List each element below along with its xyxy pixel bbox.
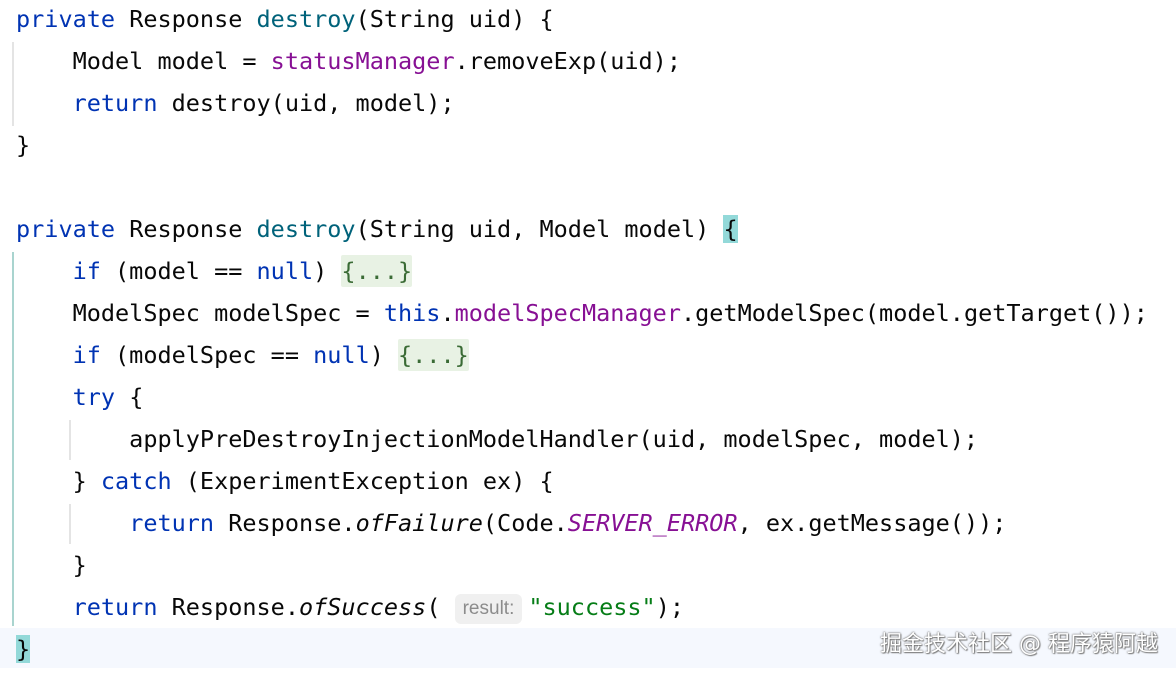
code-token: null	[256, 257, 314, 285]
parameter-hint: result:	[454, 594, 523, 624]
code-token: Model model =	[16, 47, 271, 75]
code-token: destroy(uid, model);	[157, 89, 455, 117]
code-token: return	[129, 509, 215, 537]
code-token: (String uid) {	[355, 5, 554, 33]
current-line-highlight	[0, 628, 1176, 668]
indent-guide-active	[12, 252, 14, 626]
code-token: {	[115, 383, 144, 411]
code-line[interactable]: private Response destroy(String uid, Mod…	[16, 212, 738, 246]
code-line[interactable]: }	[16, 632, 31, 666]
code-token: ModelSpec modelSpec =	[16, 299, 384, 327]
code-token	[16, 593, 73, 621]
code-token: , ex.getMessage());	[737, 509, 1007, 537]
code-line[interactable]: Model model = statusManager.removeExp(ui…	[16, 44, 681, 78]
code-token: return	[72, 593, 158, 621]
indent-guide	[69, 420, 71, 460]
code-token: )	[369, 341, 399, 369]
folded-code-block[interactable]: {...}	[398, 339, 469, 371]
code-token: if	[72, 257, 101, 285]
code-token: Response	[115, 5, 257, 33]
code-line[interactable]: if (modelSpec == null) {...}	[16, 338, 469, 372]
watermark: 掘金技术社区 @ 程序猿阿越	[880, 632, 1158, 657]
code-token: destroy	[256, 5, 356, 33]
code-token: }	[16, 467, 101, 495]
code-line[interactable]: }	[16, 128, 30, 162]
code-token: null	[313, 341, 370, 369]
indent-guide	[69, 504, 71, 544]
code-line[interactable]: } catch (ExperimentException ex) {	[16, 464, 554, 498]
code-line[interactable]: return Response.ofSuccess( result:"succe…	[16, 590, 684, 624]
code-token	[16, 89, 73, 117]
code-line[interactable]: try {	[16, 380, 144, 414]
code-token	[16, 383, 73, 411]
code-token: )	[313, 257, 342, 285]
code-token: modelSpecManager	[454, 299, 681, 327]
code-token: try	[72, 383, 116, 411]
code-token: ofSuccess	[298, 593, 427, 621]
code-token: applyPreDestroyInjectionModelHandler(uid…	[16, 425, 979, 453]
code-token: if	[72, 341, 101, 369]
code-token: ofFailure	[355, 509, 483, 537]
code-token	[16, 341, 73, 369]
code-token: (modelSpec ==	[100, 341, 314, 369]
indent-guide	[12, 42, 14, 126]
code-line[interactable]: ModelSpec modelSpec = this.modelSpecMana…	[16, 296, 1148, 330]
code-token: .removeExp(uid);	[454, 47, 681, 75]
code-token: "success"	[528, 593, 656, 621]
code-token: private	[16, 5, 116, 33]
code-token: (String uid, Model model)	[355, 215, 724, 243]
code-token: catch	[100, 467, 172, 495]
code-token: statusManager	[270, 47, 455, 75]
code-token: .getModelSpec(model.getTarget());	[680, 299, 1148, 327]
code-token: this	[383, 299, 441, 327]
code-line[interactable]: applyPreDestroyInjectionModelHandler(uid…	[16, 422, 978, 456]
code-token: SERVER_ERROR	[567, 509, 738, 537]
code-token	[16, 509, 129, 537]
code-token: }	[16, 635, 31, 663]
code-token: Response.	[214, 509, 356, 537]
code-token	[16, 257, 73, 285]
code-line[interactable]: return destroy(uid, model);	[16, 86, 455, 120]
code-token: );	[655, 593, 684, 621]
code-line[interactable]: private Response destroy(String uid) {	[16, 2, 554, 36]
folded-code-block[interactable]: {...}	[341, 255, 413, 287]
code-token: }	[16, 551, 87, 579]
code-token: (model ==	[100, 257, 257, 285]
code-token: private	[16, 215, 116, 243]
code-token: Response.	[157, 593, 299, 621]
code-token: (Code.	[482, 509, 568, 537]
code-token: return	[72, 89, 158, 117]
code-token: }	[16, 131, 31, 159]
code-token: destroy	[256, 215, 356, 243]
code-token: .	[440, 299, 455, 327]
code-line[interactable]: return Response.ofFailure(Code.SERVER_ER…	[16, 506, 1006, 540]
code-line[interactable]: if (model == null) {...}	[16, 254, 413, 288]
code-token: {	[723, 215, 738, 243]
code-token: (ExperimentException ex) {	[171, 467, 554, 495]
code-line[interactable]: }	[16, 548, 87, 582]
code-token: Response	[115, 215, 257, 243]
code-token: (	[426, 593, 455, 621]
